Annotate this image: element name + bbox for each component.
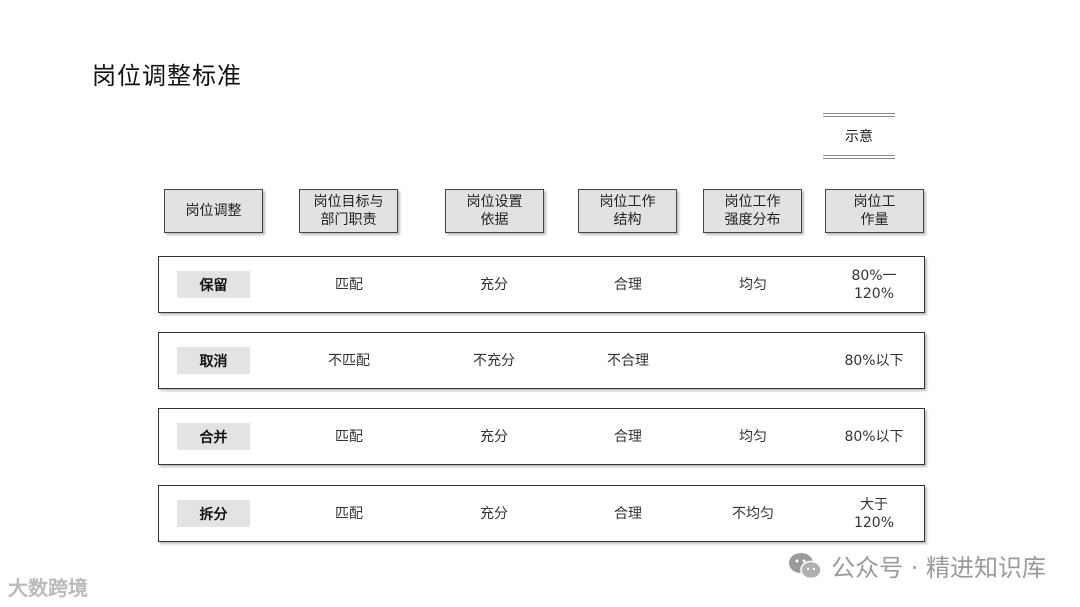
cell: 充分 [480, 276, 508, 293]
header-adjustment: 岗位调整 [164, 189, 263, 233]
header-basis: 岗位设置 依据 [445, 189, 544, 233]
row-merge: 合并 匹配 充分 合理 均匀 80%以下 [158, 408, 925, 465]
cell [703, 333, 803, 388]
cell: 80%以下 [844, 352, 904, 369]
cell: 大于 120% [853, 496, 895, 531]
cell: 均匀 [739, 428, 767, 445]
legend-label: 示意 [823, 113, 895, 159]
header-goal-duty: 岗位目标与 部门职责 [299, 189, 398, 233]
row-label: 拆分 [177, 500, 250, 527]
row-retain: 保留 匹配 充分 合理 均匀 80%一 120% [158, 256, 925, 313]
watermark-wechat: 公众号 · 精进知识库 [787, 548, 1046, 583]
watermark-text: 公众号 · 精进知识库 [831, 554, 1046, 582]
header-intensity: 岗位工作 强度分布 [703, 189, 802, 233]
row-split: 拆分 匹配 充分 合理 不均匀 大于 120% [158, 485, 925, 542]
wechat-icon [789, 552, 822, 579]
cell: 匹配 [335, 428, 363, 445]
cell: 合理 [614, 505, 642, 522]
row-label: 合并 [177, 423, 250, 450]
cell: 合理 [614, 428, 642, 445]
header-structure: 岗位工作 结构 [578, 189, 677, 233]
cell: 均匀 [739, 276, 767, 293]
row-label: 保留 [177, 271, 250, 298]
header-workload: 岗位工 作量 [825, 189, 924, 233]
cell: 匹配 [335, 276, 363, 293]
row-cancel: 取消 不匹配 不充分 不合理 80%以下 [158, 332, 925, 389]
cell: 80%一 120% [851, 267, 897, 302]
logo-text: 大数跨境 [8, 576, 88, 600]
cell: 不均匀 [732, 505, 774, 522]
cell: 合理 [614, 276, 642, 293]
cell: 不充分 [473, 352, 515, 369]
page-title: 岗位调整标准 [92, 62, 242, 90]
cell: 不匹配 [328, 352, 370, 369]
cell: 80%以下 [844, 428, 904, 445]
row-label: 取消 [177, 347, 250, 374]
watermark-logo: 大数跨境 [8, 572, 88, 601]
cell: 不合理 [607, 352, 649, 369]
cell: 充分 [480, 428, 508, 445]
cell: 充分 [480, 505, 508, 522]
cell: 匹配 [335, 505, 363, 522]
